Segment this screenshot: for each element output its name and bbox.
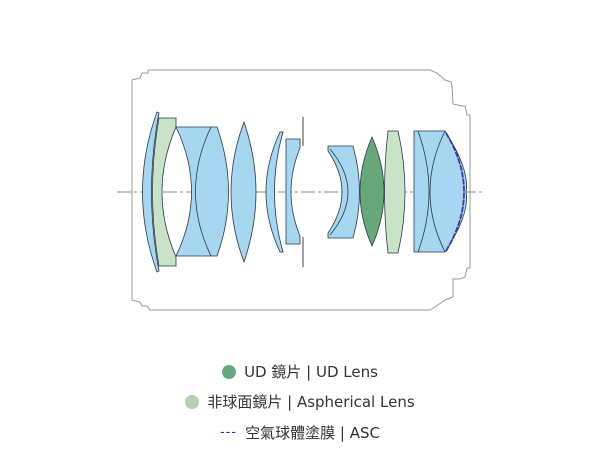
ud-dot-icon — [222, 364, 237, 379]
lens-element-5 — [265, 131, 284, 253]
cemented-interface — [329, 148, 349, 236]
lens-element-2-aspherical — [152, 117, 177, 267]
legend-asc-label: 空氣球體塗膜 | ASC — [245, 424, 380, 442]
lens-element-3-cemented — [175, 126, 229, 257]
legend-ud-label: UD 鏡片 | UD Lens — [244, 363, 378, 381]
cemented-interface — [429, 130, 446, 253]
lens-element-6 — [285, 138, 301, 245]
cemented-interface — [417, 130, 430, 253]
lens-element-4 — [230, 120, 257, 264]
lens-element-9-aspherical — [384, 130, 406, 254]
lens-element-8-ud — [359, 135, 385, 247]
legend-ud: UD 鏡片 | UD Lens — [0, 361, 600, 382]
legend-aspherical-label: 非球面鏡片 | Aspherical Lens — [207, 393, 415, 411]
legend-asc: --- 空氣球體塗膜 | ASC — [0, 422, 600, 443]
lens-element-10-cemented — [413, 130, 467, 253]
asc-coating — [445, 132, 465, 252]
asc-dash-icon: --- — [220, 425, 238, 440]
cemented-interface — [195, 126, 212, 257]
aspherical-dot-icon — [185, 394, 200, 409]
legend-aspherical: 非球面鏡片 | Aspherical Lens — [0, 391, 600, 412]
lens-element-1 — [142, 111, 160, 273]
lens-element-7-cemented — [327, 145, 360, 239]
